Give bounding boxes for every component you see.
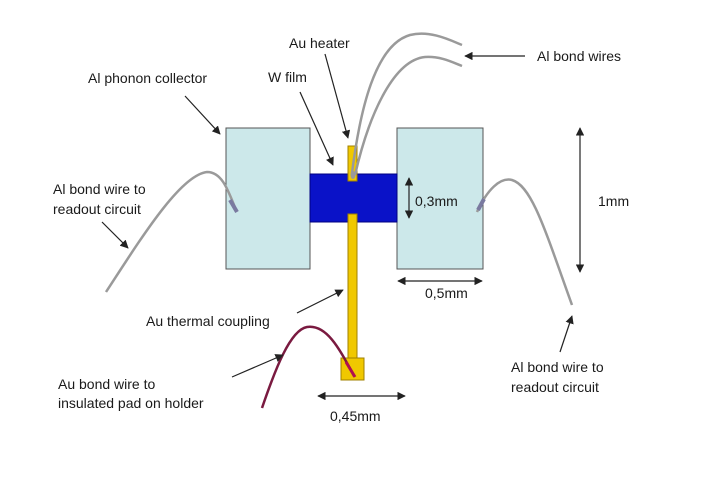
left-phonon-collector	[225, 127, 311, 270]
label-al-phonon-collector: Al phonon collector	[88, 70, 207, 86]
arrow-al-bond-wire-left	[101, 221, 129, 249]
label-au-thermal-coupling: Au thermal coupling	[146, 313, 270, 329]
au-pad	[340, 357, 365, 381]
label-al-bond-wire-right-1: Al bond wire to	[511, 359, 604, 375]
arrow-au-bond-wire	[231, 354, 284, 378]
arrow-au-thermal-coupling	[296, 289, 344, 314]
au-thermal-coupling	[347, 213, 358, 361]
al-bond-wire-heater-2	[353, 55, 463, 176]
al-bond-foot-left	[228, 198, 239, 214]
label-au-heater: Au heater	[289, 35, 350, 51]
label-al-bond-wires: Al bond wires	[537, 48, 621, 64]
al-bond-wire-left	[104, 170, 238, 293]
label-dim-1mm: 1mm	[598, 193, 629, 209]
heater-bond-foot	[350, 171, 356, 179]
label-au-bond-wire-2: insulated pad on holder	[58, 395, 204, 411]
al-bond-wire-right	[475, 178, 574, 306]
label-al-bond-wire-left-1: Al bond wire to	[53, 181, 146, 197]
arrow-au-heater	[324, 53, 351, 139]
arrow-w-film	[299, 91, 334, 166]
al-bond-wire-heater-1	[350, 32, 463, 174]
au-bond-wire	[260, 325, 356, 409]
arrow-phonon-collector	[184, 95, 221, 135]
label-dim-0-5mm: 0,5mm	[425, 285, 468, 301]
arrow-al-bond-wire-right	[559, 315, 574, 353]
label-au-bond-wire-1: Au bond wire to	[58, 376, 155, 392]
al-bond-foot-right	[476, 198, 486, 211]
label-dim-0-45mm: 0,45mm	[330, 408, 381, 424]
au-bond-foot	[344, 361, 357, 378]
label-al-bond-wire-left-2: readout circuit	[53, 201, 141, 217]
label-dim-0-3mm: 0,3mm	[415, 193, 458, 209]
label-al-bond-wire-right-2: readout circuit	[511, 379, 599, 395]
label-w-film: W film	[268, 69, 307, 85]
